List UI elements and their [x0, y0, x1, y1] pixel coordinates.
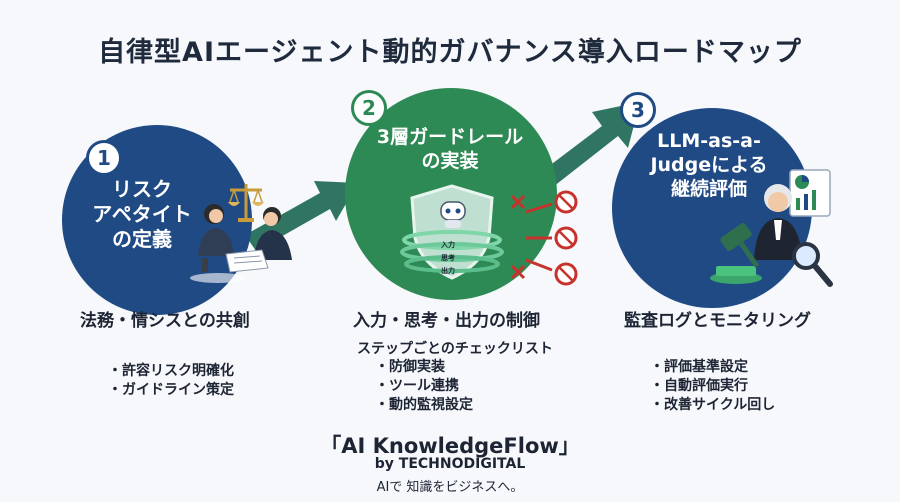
step-1-title: リスク アペタイト の定義 [92, 177, 192, 251]
shield-icon [400, 184, 504, 280]
gavel-icon [710, 222, 762, 284]
footer-brand: 「AI KnowledgeFlow」 [320, 434, 580, 458]
page-title: 自律型AIエージェント動的ガバナンス導入ロードマップ [98, 37, 802, 68]
list-item: 動的監視設定 [375, 396, 473, 415]
chart-icon [789, 169, 831, 217]
list-item: 防御実装 [375, 358, 473, 377]
step-2-label: 入力・思考・出力の制御 [353, 311, 540, 331]
shield-layer-output: 出力 [441, 267, 455, 275]
shield-layer-input: 入力 [441, 241, 455, 249]
footer-tagline: AIで 知識をビジネスへ。 [376, 480, 524, 495]
step-3-bullets: 評価基準設定 自動評価実行 改善サイクル回し [650, 358, 775, 415]
step-2-bullets: 防御実装 ツール連携 動的監視設定 [375, 358, 473, 415]
list-item: 改善サイクル回し [650, 396, 775, 415]
step-1-bullets: 許容リスク明確化 ガイドライン策定 [108, 362, 234, 400]
step-1-number: 1 [86, 140, 122, 176]
arrow-2-icon [528, 102, 640, 194]
step-3-label: 監査ログとモニタリング [624, 311, 811, 331]
list-item: ツール連携 [375, 377, 473, 396]
step-2-title: 3層ガードレール の実装 [376, 126, 524, 172]
step-1-label: 法務・情シスとの共創 [80, 311, 250, 331]
magnifier-icon [792, 242, 833, 287]
step-3-number: 3 [620, 92, 656, 128]
list-item: 許容リスク明確化 [108, 362, 234, 381]
step-2-subtitle: ステップごとのチェックリスト [357, 341, 553, 357]
footer-by: by TECHNODIGITAL [374, 456, 526, 472]
judge-icon [754, 184, 802, 260]
scales-icon [228, 184, 264, 222]
blocked-icon [510, 190, 578, 286]
shield-layer-thinking: 思考 [441, 254, 455, 262]
step-3-title: LLM-as-a- Judgeによる 継続評価 [650, 130, 768, 200]
list-item: ガイドライン策定 [108, 381, 234, 400]
step-2-number: 2 [351, 90, 387, 126]
people-icon [190, 204, 292, 283]
list-item: 自動評価実行 [650, 377, 775, 396]
list-item: 評価基準設定 [650, 358, 775, 377]
robot-icon [440, 201, 466, 228]
